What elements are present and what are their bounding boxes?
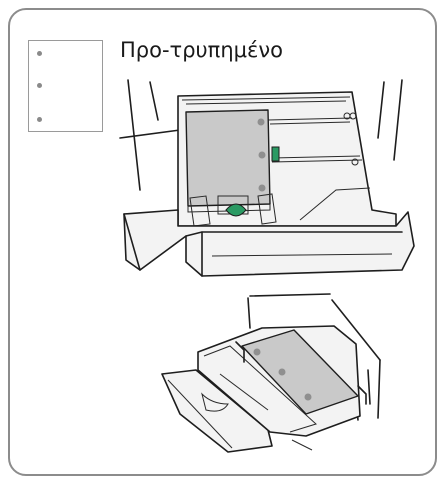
paper-type-title: Προ-τρυπημένο xyxy=(120,38,283,62)
punch-hole xyxy=(37,51,42,56)
punch-hole xyxy=(37,117,42,122)
pre-punched-paper-icon xyxy=(28,40,103,132)
paper-tray-illustration xyxy=(119,79,415,277)
punch-hole xyxy=(37,83,42,88)
bypass-tray-illustration xyxy=(161,293,381,453)
